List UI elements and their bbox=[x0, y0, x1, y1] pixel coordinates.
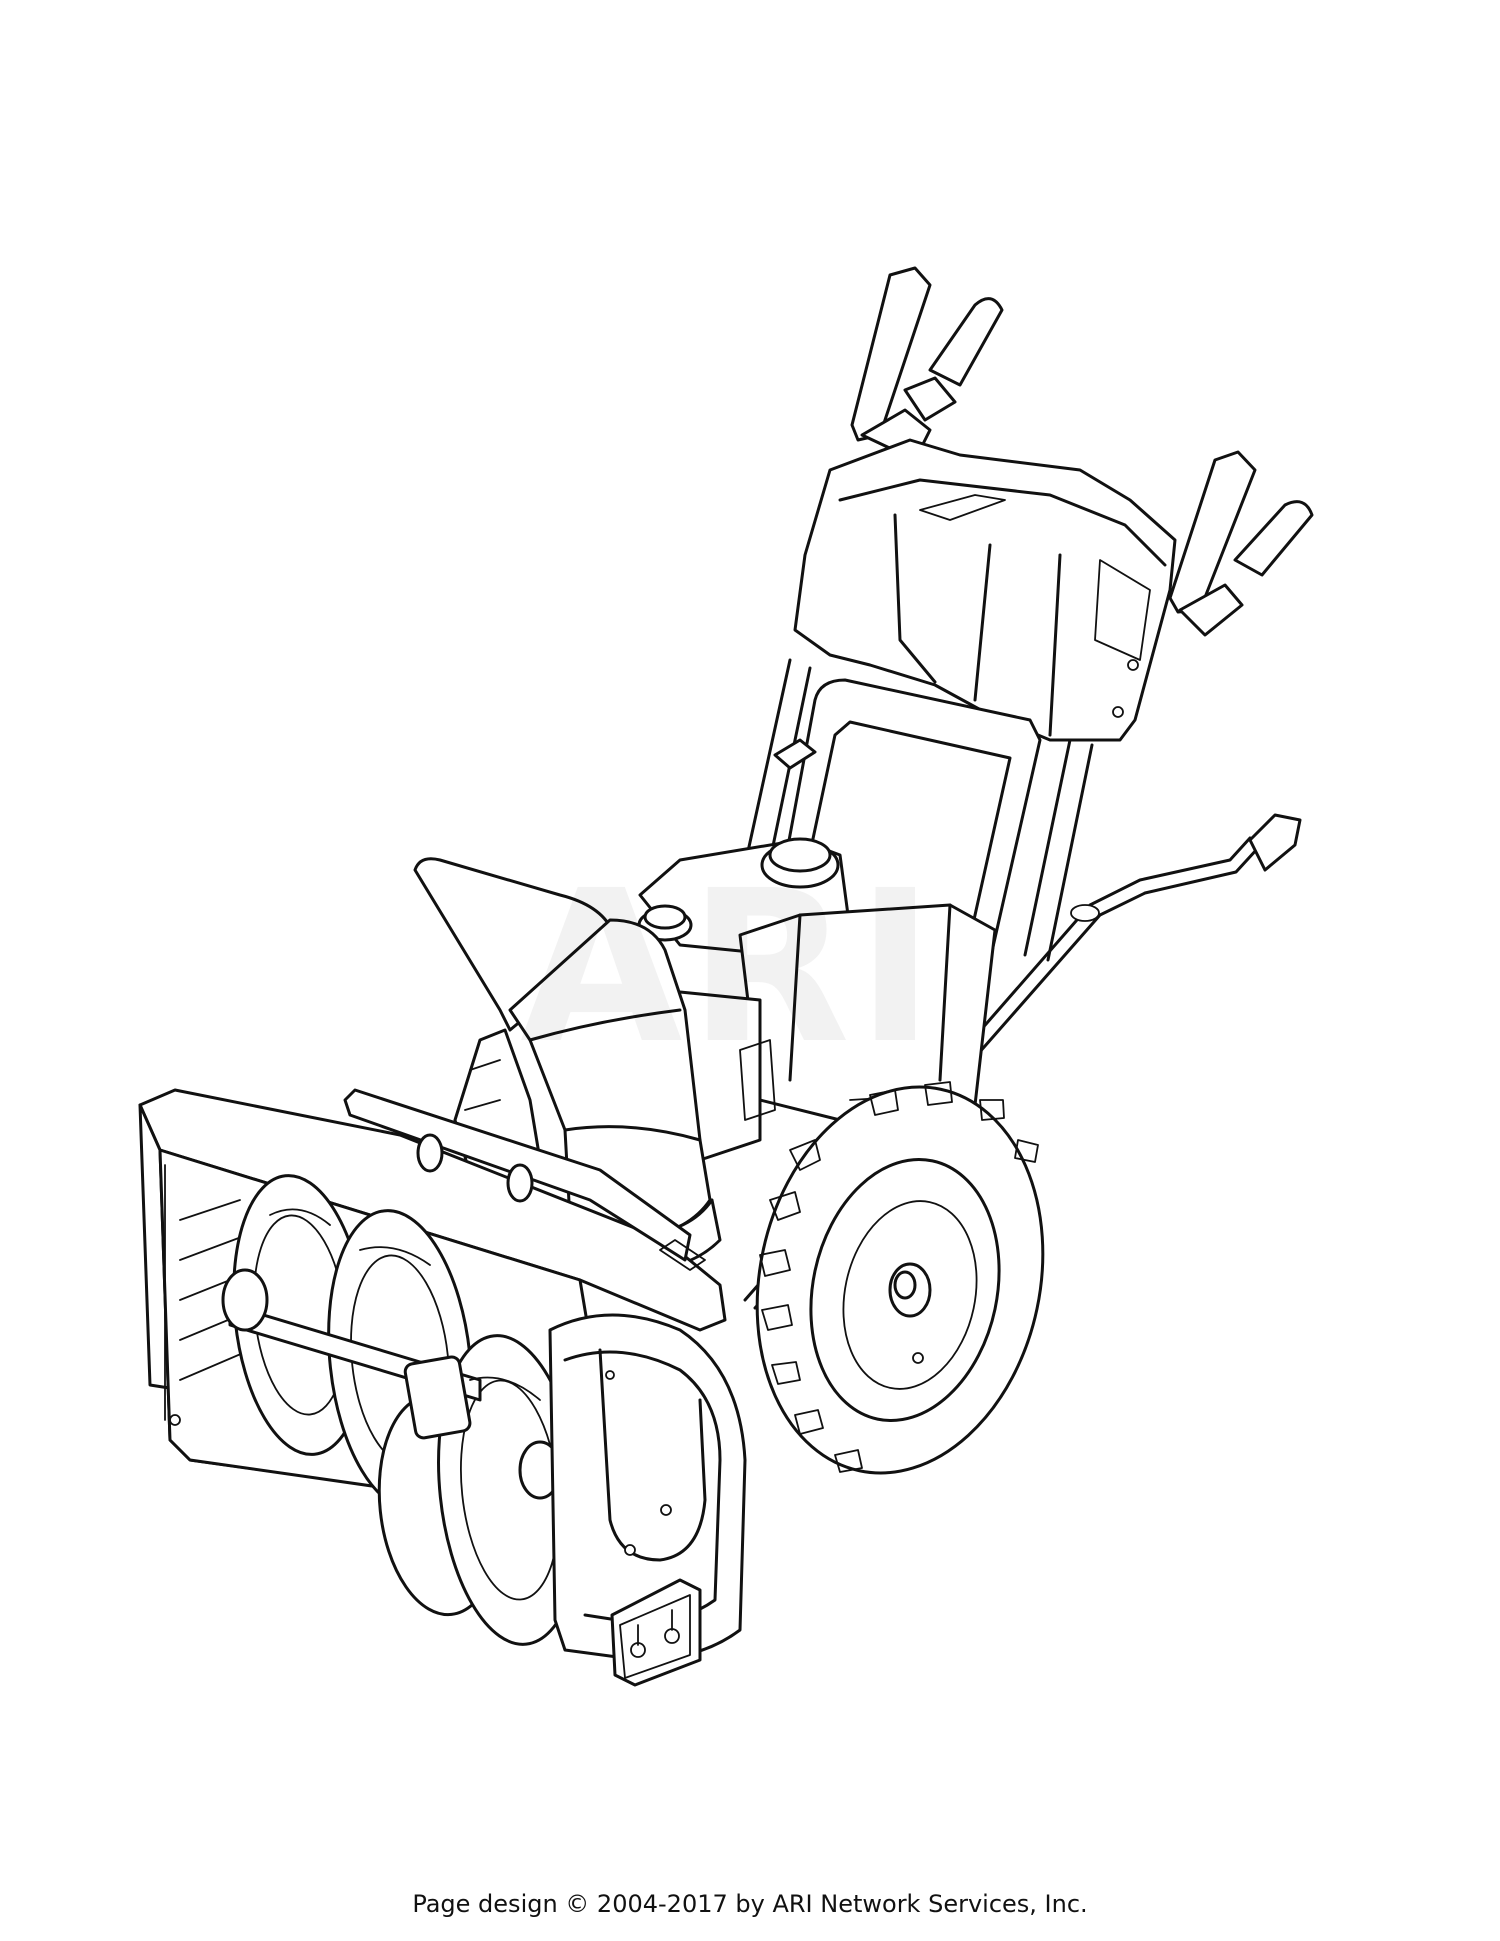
augers bbox=[221, 1174, 583, 1646]
footer-copyright: Page design © 2004-2017 by ARI Network S… bbox=[412, 1890, 1088, 1918]
right-handle-grips bbox=[1168, 450, 1314, 637]
chute-crank-rod bbox=[743, 813, 1302, 1310]
handle-frame bbox=[743, 658, 1094, 962]
right-drive-wheel bbox=[755, 1081, 1045, 1475]
skid-shoe bbox=[610, 1578, 702, 1687]
gearbox-shaft bbox=[343, 1088, 706, 1271]
left-handle-grips bbox=[850, 266, 1004, 462]
control-panel bbox=[793, 438, 1177, 742]
